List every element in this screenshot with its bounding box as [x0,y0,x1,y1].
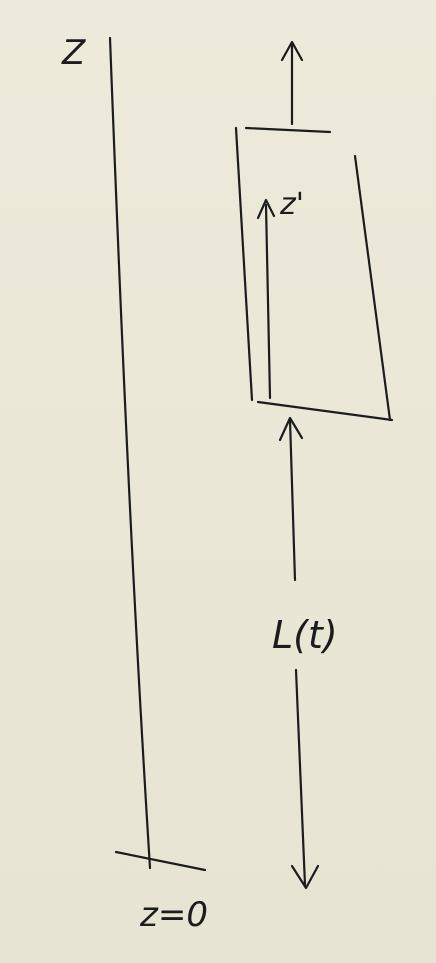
z-origin-tick [114,850,207,872]
box-right-side [353,154,392,422]
box-bottom [256,400,394,422]
velocity-arrowhead [280,40,304,62]
box-left-side [234,126,254,402]
z-axis-label: Z [61,33,86,73]
length-arrow-upper-shaft [288,418,297,582]
z-prime-arrow-shaft [264,203,272,400]
length-arrow-lower-shaft [294,668,307,887]
z-prime-arrowhead [256,198,276,220]
z-axis-line [108,36,152,870]
length-arrow-lower-head [290,864,320,890]
length-label: L(t) [272,613,338,657]
length-arrow-upper-head [278,416,304,442]
z-prime-label: z' [279,187,304,222]
z-origin-label: z=0 [139,895,208,935]
box-top [244,126,332,134]
